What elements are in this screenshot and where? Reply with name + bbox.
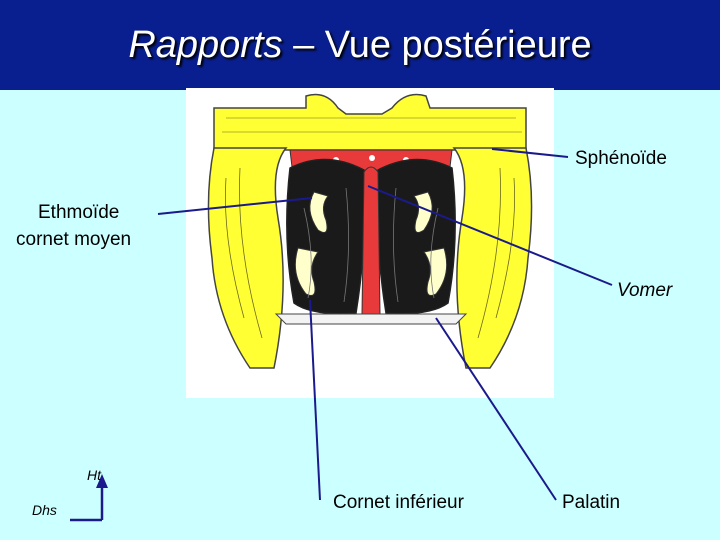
pointer-cornet-inferieur — [310, 300, 320, 500]
pointer-ethmoide — [158, 198, 312, 214]
label-ethmoide-line2: cornet moyen — [16, 228, 131, 251]
orientation-side-label: Dhs — [32, 502, 57, 518]
label-cornet-inferieur: Cornet inférieur — [333, 491, 464, 514]
orientation-up-label: Ht — [87, 467, 101, 483]
pointer-vomer — [368, 186, 612, 285]
pointer-palatin — [436, 318, 556, 500]
pointer-sphenoide — [492, 149, 568, 157]
label-palatin: Palatin — [562, 491, 620, 514]
label-vomer: Vomer — [617, 279, 672, 302]
label-sphenoide: Sphénoïde — [575, 147, 667, 170]
label-ethmoide-line1: Ethmoïde — [38, 201, 119, 224]
